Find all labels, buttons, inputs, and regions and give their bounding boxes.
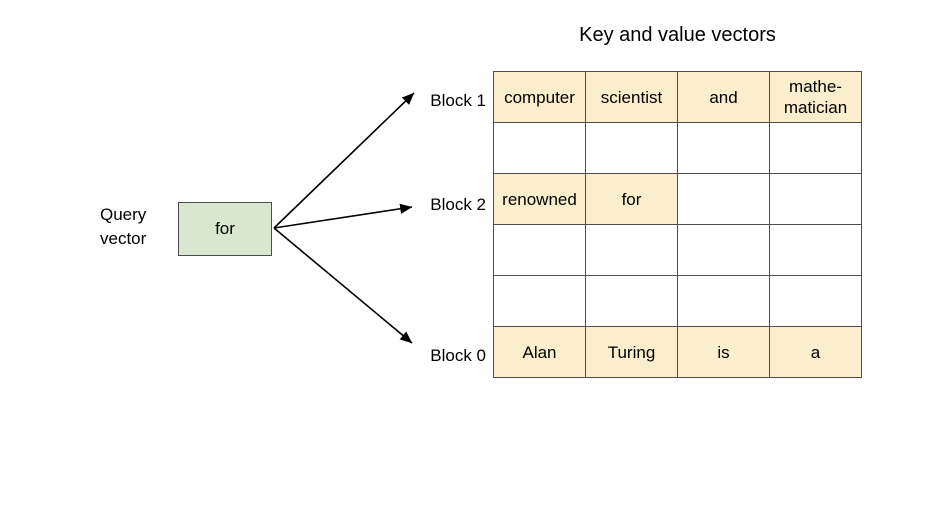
grid-cell-token[interactable]: computer	[493, 71, 586, 123]
grid-cell-empty[interactable]	[493, 224, 586, 276]
arrow-to-block-2	[273, 203, 413, 229]
grid-cell-empty[interactable]	[493, 275, 586, 327]
grid-cell-empty[interactable]	[585, 122, 678, 174]
grid-cell-empty[interactable]	[677, 122, 770, 174]
arrow-to-block-1	[273, 92, 415, 229]
grid-cell-empty[interactable]	[677, 173, 770, 225]
query-vector-box[interactable]: for	[178, 202, 272, 256]
query-vector-label-line1: Query	[100, 205, 147, 224]
grid-cell-token[interactable]: mathe-matician	[769, 71, 862, 123]
block-label-2: Block 2	[430, 195, 486, 214]
grid-cell-empty[interactable]	[585, 275, 678, 327]
query-vector-label-line2: vector	[100, 229, 147, 248]
grid-cell-token[interactable]: and	[677, 71, 770, 123]
page-title: Key and value vectors	[579, 24, 776, 46]
grid-cell-token[interactable]: Alan	[493, 326, 586, 378]
grid-cell-token[interactable]: scientist	[585, 71, 678, 123]
grid-cell-empty[interactable]	[585, 224, 678, 276]
grid-cell-empty[interactable]	[677, 224, 770, 276]
grid-cell-token[interactable]: renowned	[493, 173, 586, 225]
grid-cell-token[interactable]: a	[769, 326, 862, 378]
grid-row	[493, 275, 862, 327]
grid-cell-empty[interactable]	[769, 275, 862, 327]
grid-cell-token[interactable]: Turing	[585, 326, 678, 378]
query-vector-token: for	[215, 219, 235, 238]
query-vector-label: Query vector	[100, 203, 174, 251]
grid-row	[493, 122, 862, 174]
grid-row	[493, 224, 862, 276]
grid-cell-empty[interactable]	[769, 122, 862, 174]
grid-cell-empty[interactable]	[769, 173, 862, 225]
grid-cell-empty[interactable]	[769, 224, 862, 276]
block-label-1: Block 1	[430, 91, 486, 110]
grid-cell-token[interactable]: for	[585, 173, 678, 225]
grid-cell-token[interactable]: is	[677, 326, 770, 378]
grid-cell-empty[interactable]	[493, 122, 586, 174]
grid-cell-empty[interactable]	[677, 275, 770, 327]
block-label-0: Block 0	[430, 346, 486, 365]
arrow-to-block-0	[273, 227, 413, 344]
